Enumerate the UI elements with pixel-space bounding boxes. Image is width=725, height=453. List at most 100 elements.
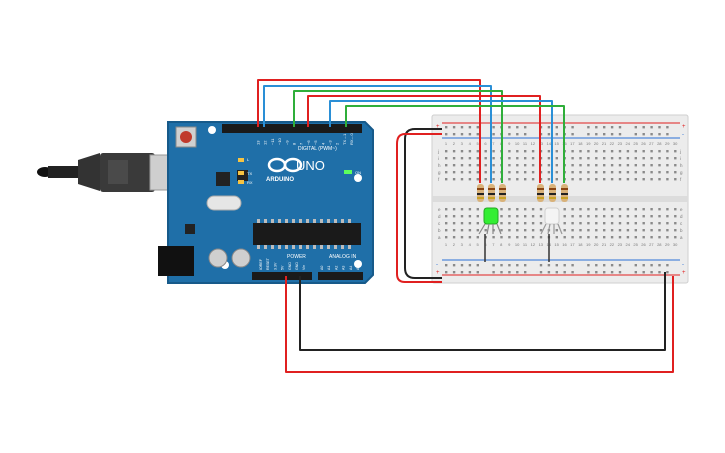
rail-hole[interactable] bbox=[524, 133, 527, 136]
breadboard-hole[interactable] bbox=[516, 178, 519, 181]
breadboard-hole[interactable] bbox=[658, 208, 661, 211]
rail-hole[interactable] bbox=[476, 264, 479, 267]
breadboard-hole[interactable] bbox=[531, 171, 535, 174]
rail-hole[interactable] bbox=[460, 133, 464, 136]
breadboard-hole[interactable] bbox=[452, 229, 456, 232]
rail-hole[interactable] bbox=[571, 133, 574, 136]
breadboard-hole[interactable] bbox=[642, 222, 645, 225]
breadboard-hole[interactable] bbox=[650, 236, 653, 239]
breadboard-hole[interactable] bbox=[642, 164, 645, 167]
breadboard-hole[interactable] bbox=[658, 222, 661, 225]
rail-hole[interactable] bbox=[610, 126, 614, 129]
rail-hole[interactable] bbox=[539, 271, 543, 274]
breadboard-hole[interactable] bbox=[508, 229, 511, 232]
breadboard-hole[interactable] bbox=[500, 236, 503, 239]
breadboard-hole[interactable] bbox=[610, 150, 614, 153]
rail-hole[interactable] bbox=[555, 271, 558, 274]
rail-hole[interactable] bbox=[650, 264, 653, 267]
rail-hole[interactable] bbox=[603, 133, 606, 136]
rail-hole[interactable] bbox=[666, 271, 669, 274]
breadboard-hole[interactable] bbox=[563, 236, 566, 239]
breadboard-holes[interactable] bbox=[445, 126, 677, 274]
breadboard-hole[interactable] bbox=[468, 236, 472, 239]
rail-hole[interactable] bbox=[547, 126, 551, 129]
breadboard-hole[interactable] bbox=[658, 150, 661, 153]
rail-hole[interactable] bbox=[524, 264, 527, 267]
breadboard-hole[interactable] bbox=[674, 150, 677, 153]
resistor[interactable] bbox=[488, 184, 495, 202]
rail-hole[interactable] bbox=[492, 264, 495, 267]
breadboard-hole[interactable] bbox=[587, 222, 590, 225]
breadboard-hole[interactable] bbox=[603, 229, 606, 232]
breadboard-hole[interactable] bbox=[445, 157, 448, 160]
breadboard-hole[interactable] bbox=[563, 229, 566, 232]
breadboard-hole[interactable] bbox=[603, 208, 606, 211]
rail-hole[interactable] bbox=[508, 271, 511, 274]
rail-hole[interactable] bbox=[547, 264, 551, 267]
breadboard-hole[interactable] bbox=[484, 157, 487, 160]
breadboard-hole[interactable] bbox=[610, 208, 614, 211]
breadboard-hole[interactable] bbox=[626, 215, 630, 218]
rail-hole[interactable] bbox=[618, 264, 622, 267]
breadboard-hole[interactable] bbox=[571, 150, 574, 153]
breadboard-hole[interactable] bbox=[547, 171, 551, 174]
breadboard-hole[interactable] bbox=[650, 215, 653, 218]
breadboard-hole[interactable] bbox=[452, 222, 456, 225]
breadboard-hole[interactable] bbox=[460, 171, 464, 174]
breadboard-hole[interactable] bbox=[508, 171, 511, 174]
breadboard-hole[interactable] bbox=[531, 157, 535, 160]
breadboard-hole[interactable] bbox=[460, 236, 464, 239]
breadboard-hole[interactable] bbox=[603, 171, 606, 174]
breadboard-hole[interactable] bbox=[666, 208, 669, 211]
breadboard-hole[interactable] bbox=[595, 236, 598, 239]
rgb-led-lit[interactable] bbox=[478, 207, 502, 235]
breadboard-hole[interactable] bbox=[531, 236, 535, 239]
breadboard-hole[interactable] bbox=[650, 229, 653, 232]
breadboard-hole[interactable] bbox=[516, 164, 519, 167]
breadboard-hole[interactable] bbox=[476, 229, 479, 232]
breadboard-hole[interactable] bbox=[610, 215, 614, 218]
breadboard-hole[interactable] bbox=[587, 178, 590, 181]
resistor[interactable] bbox=[537, 184, 544, 202]
breadboard-hole[interactable] bbox=[445, 222, 448, 225]
breadboard-hole[interactable] bbox=[634, 208, 637, 211]
breadboard-hole[interactable] bbox=[555, 236, 558, 239]
rail-hole[interactable] bbox=[610, 271, 614, 274]
breadboard-hole[interactable] bbox=[476, 171, 479, 174]
breadboard-hole[interactable] bbox=[666, 222, 669, 225]
rail-hole[interactable] bbox=[460, 126, 464, 129]
breadboard-hole[interactable] bbox=[531, 208, 535, 211]
breadboard-hole[interactable] bbox=[555, 229, 558, 232]
breadboard-hole[interactable] bbox=[579, 171, 582, 174]
breadboard-hole[interactable] bbox=[658, 215, 661, 218]
breadboard-hole[interactable] bbox=[595, 164, 598, 167]
breadboard-hole[interactable] bbox=[587, 157, 590, 160]
breadboard-hole[interactable] bbox=[452, 150, 456, 153]
breadboard-hole[interactable] bbox=[500, 229, 503, 232]
rail-hole[interactable] bbox=[524, 271, 527, 274]
breadboard-hole[interactable] bbox=[603, 157, 606, 160]
rail-hole[interactable] bbox=[508, 264, 511, 267]
rail-hole[interactable] bbox=[555, 133, 558, 136]
breadboard-hole[interactable] bbox=[618, 171, 622, 174]
breadboard-hole[interactable] bbox=[610, 222, 614, 225]
breadboard-hole[interactable] bbox=[524, 157, 527, 160]
breadboard-hole[interactable] bbox=[595, 222, 598, 225]
breadboard-hole[interactable] bbox=[452, 178, 456, 181]
rail-hole[interactable] bbox=[516, 271, 519, 274]
breadboard-hole[interactable] bbox=[460, 164, 464, 167]
breadboard-hole[interactable] bbox=[539, 222, 543, 225]
rail-hole[interactable] bbox=[610, 264, 614, 267]
rail-hole[interactable] bbox=[587, 133, 590, 136]
breadboard-hole[interactable] bbox=[484, 229, 487, 232]
breadboard-hole[interactable] bbox=[547, 178, 551, 181]
rail-hole[interactable] bbox=[563, 264, 566, 267]
breadboard-hole[interactable] bbox=[595, 215, 598, 218]
breadboard-hole[interactable] bbox=[634, 222, 637, 225]
breadboard-hole[interactable] bbox=[674, 215, 677, 218]
breadboard-hole[interactable] bbox=[445, 208, 448, 211]
breadboard-hole[interactable] bbox=[445, 164, 448, 167]
breadboard-hole[interactable] bbox=[492, 150, 495, 153]
breadboard-hole[interactable] bbox=[460, 229, 464, 232]
